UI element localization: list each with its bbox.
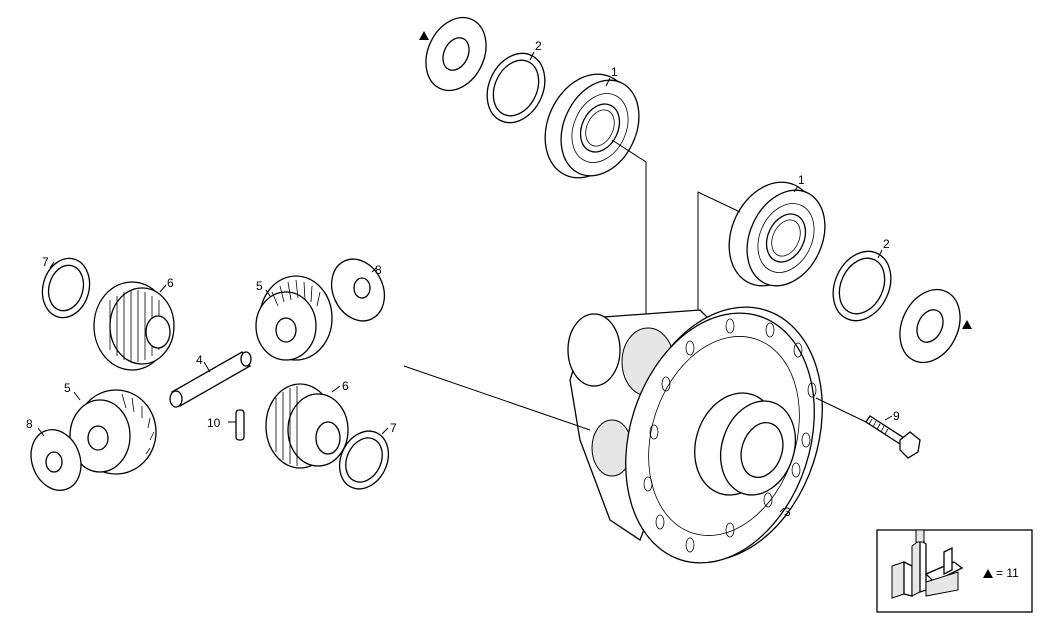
- pinion-shaft: [169, 351, 252, 408]
- washer-right: [899, 288, 961, 364]
- callout-1-top: 1: [611, 65, 618, 79]
- callout-5-bottom: 5: [64, 381, 71, 395]
- triangle-marker-icon: [419, 31, 429, 40]
- callout-8-right: 8: [375, 263, 382, 277]
- triangle-marker-icon: [983, 569, 993, 578]
- planet-gear-bottom: [265, 383, 349, 469]
- bolt: [865, 415, 921, 459]
- sun-gear-bottom: [69, 389, 157, 475]
- callout-5-top: 5: [256, 279, 263, 293]
- shim-ring-right: [832, 250, 892, 322]
- washer-top-left: [425, 16, 487, 92]
- sun-gear-top: [255, 275, 333, 361]
- callout-2-right: 2: [883, 237, 890, 251]
- thrust-ring-bottom: [338, 430, 390, 490]
- triangle-marker-icon: [962, 320, 972, 329]
- shim-ring-top: [486, 52, 546, 124]
- workshop-tool-icon: [891, 529, 964, 599]
- callout-1-right: 1: [798, 173, 805, 187]
- legend-equals-text: = 11: [996, 566, 1019, 580]
- callout-7-right: 7: [390, 421, 397, 435]
- washer-pinion-bottom: [30, 429, 82, 491]
- callout-7-left: 7: [42, 255, 49, 269]
- bearing-right: [728, 181, 826, 287]
- differential-housing: [567, 306, 823, 564]
- thrust-ring-top-left: [41, 257, 91, 319]
- callout-6-bottom: 6: [342, 379, 349, 393]
- planet-gear-top-left: [93, 281, 175, 371]
- washer-pinion-top: [330, 258, 386, 322]
- legend-box: = 11: [876, 529, 1033, 613]
- callout-4: 4: [196, 353, 203, 367]
- callout-3: 3: [784, 505, 791, 519]
- locking-pin: [235, 409, 245, 441]
- callout-8-left: 8: [26, 417, 33, 431]
- callout-10: 10: [207, 416, 221, 430]
- bearing-top: [544, 73, 640, 179]
- callout-9: 9: [893, 409, 900, 423]
- callout-6-left: 6: [167, 276, 174, 290]
- callout-2-top: 2: [535, 39, 542, 53]
